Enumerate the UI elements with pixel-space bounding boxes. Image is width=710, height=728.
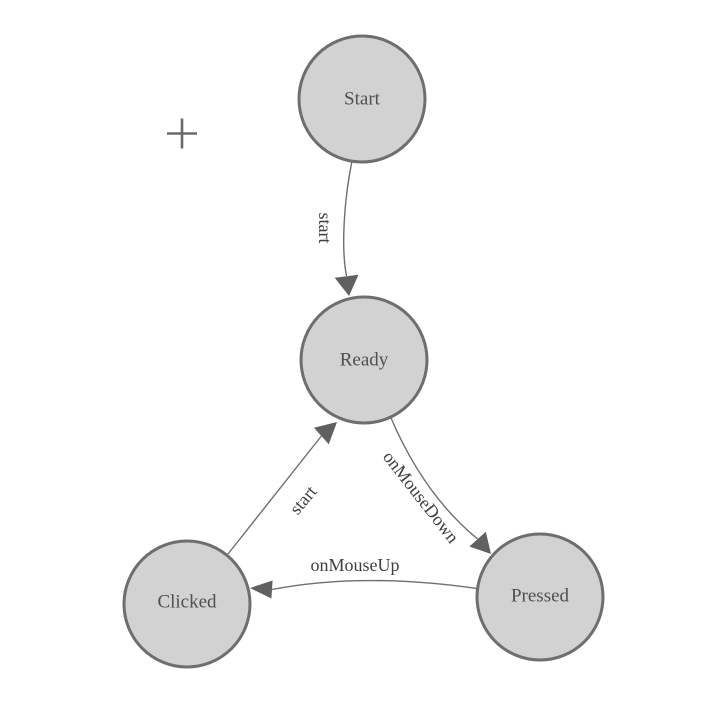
node-clicked[interactable]: Clicked — [122, 539, 252, 669]
node-ready[interactable]: Ready — [299, 295, 429, 425]
edge-ready-to-pressed[interactable]: onMouseDown — [379, 417, 491, 554]
edge-clicked-to-ready[interactable]: start — [227, 422, 337, 555]
edge-pressed-to-clicked[interactable]: onMouseUp — [250, 555, 478, 599]
arrowhead-clicked-to-ready — [314, 422, 337, 445]
edge-start-to-ready[interactable]: start — [315, 160, 359, 296]
edge-label-onmouseup: onMouseUp — [311, 555, 400, 575]
arrowhead-pressed-to-clicked — [250, 580, 273, 599]
edge-label-start-top: start — [315, 213, 335, 244]
edge-label-start-bottom: start — [285, 482, 320, 519]
arrowhead-start-to-ready — [334, 274, 359, 296]
crosshair-cursor-icon — [167, 118, 197, 149]
edge-label-onmousedown: onMouseDown — [379, 447, 463, 547]
node-pressed[interactable]: Pressed — [475, 532, 605, 662]
arrowhead-ready-to-pressed — [469, 531, 491, 554]
node-start[interactable]: Start — [297, 34, 427, 164]
